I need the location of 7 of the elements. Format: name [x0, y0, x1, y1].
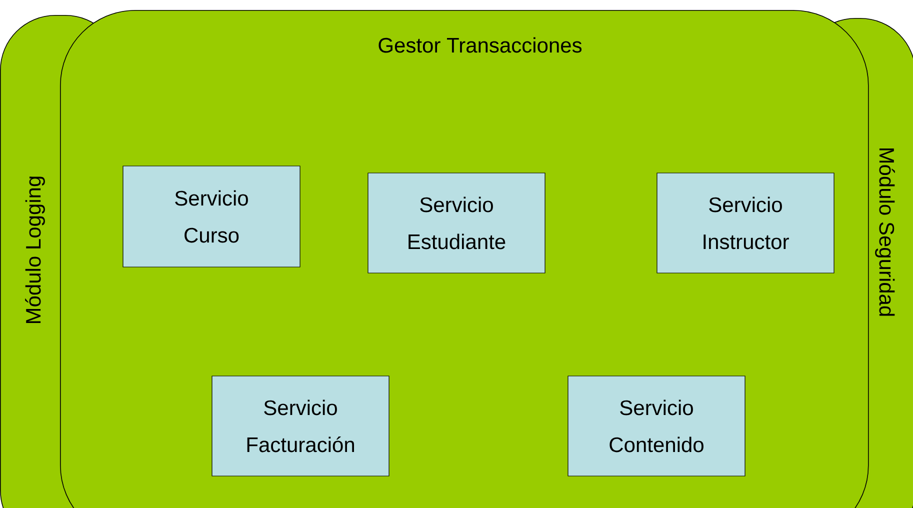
service-box: Servicio Contenido — [568, 376, 746, 476]
node-label: Módulo Seguridad — [875, 148, 895, 316]
node-label: Módulo Logging — [25, 176, 45, 323]
service-box: Servicio Curso — [122, 166, 300, 268]
service-box: Servicio Facturación — [212, 376, 390, 476]
service-box: Servicio Estudiante — [368, 172, 546, 274]
service-box: Servicio Instructor — [656, 172, 834, 274]
